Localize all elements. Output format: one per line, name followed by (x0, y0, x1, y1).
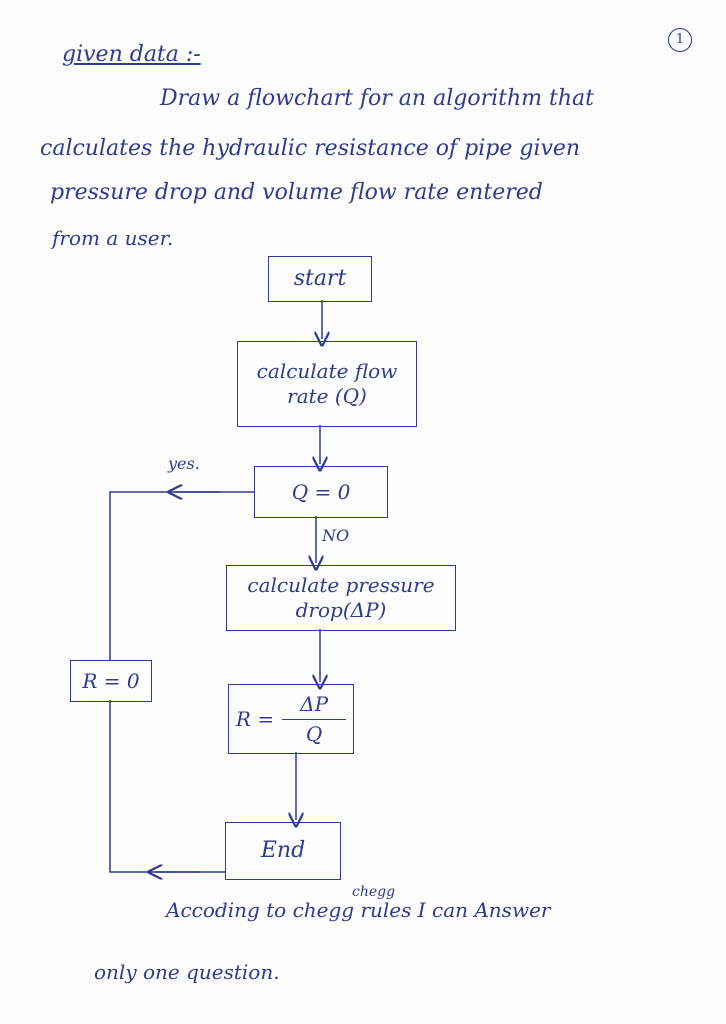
question-line-1: Draw a flowchart for an algorithm that (160, 86, 594, 111)
r-denominator: Q (305, 721, 323, 746)
calc-flow-label: calculate flow rate (Q) (256, 359, 398, 408)
chegg-note: chegg (352, 884, 396, 900)
flowchart-r-zero-node: R = 0 (70, 660, 152, 702)
fraction-bar (282, 718, 347, 720)
flowchart-resistance-node: R = ΔP Q (228, 684, 354, 754)
flowchart-calc-pressure-node: calculate pressure drop(ΔP) (226, 565, 456, 631)
page-heading: given data :- (62, 42, 201, 67)
decision-label: Q = 0 (291, 479, 351, 504)
r-zero-label: R = 0 (82, 668, 140, 693)
question-line-4: from a user. (52, 226, 174, 250)
no-label: NO (322, 526, 350, 545)
page-number: 1 (668, 28, 692, 52)
r-numerator: ΔP (300, 691, 329, 716)
calc-pressure-label: calculate pressure drop(ΔP) (247, 573, 435, 622)
r-label: R = (235, 706, 275, 731)
flowchart-decision-node: Q = 0 (254, 466, 388, 518)
r-fraction: ΔP Q (282, 691, 347, 747)
question-line-2: calculates the hydraulic resistance of p… (40, 136, 581, 161)
footer-line-1: Accoding to chegg rules I can Answer (166, 898, 551, 922)
question-line-3: pressure drop and volume flow rate enter… (50, 180, 543, 205)
yes-label: yes. (168, 454, 200, 473)
r-zero-to-end-line (109, 700, 225, 873)
end-label: End (260, 838, 306, 864)
flowchart-start-node: start (268, 256, 372, 302)
flowchart-end-node: End (225, 822, 341, 880)
footer-line-2: only one question. (94, 960, 280, 984)
start-label: start (293, 266, 347, 292)
flowchart-calc-flow-node: calculate flow rate (Q) (237, 341, 417, 427)
